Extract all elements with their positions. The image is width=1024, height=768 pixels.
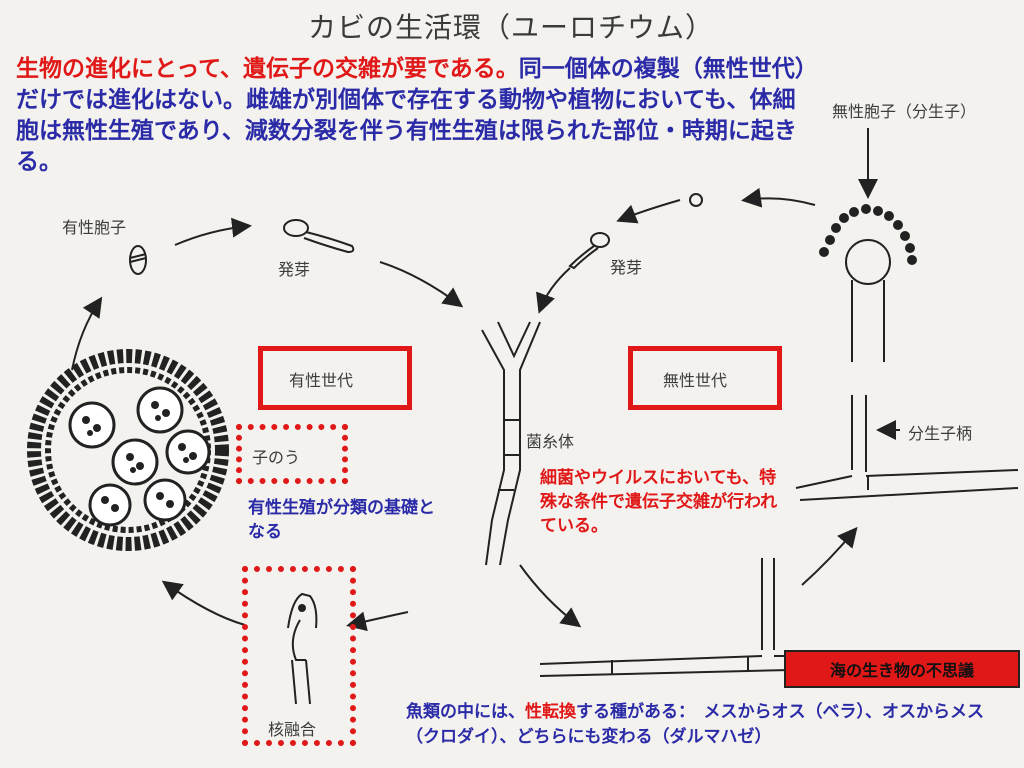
fish-sex-change-note: 魚類の中には、性転換する種がある： メスからオス（ベラ）、オスからメス（クロダイ… <box>406 700 1016 750</box>
conidiophore-label: 分生子柄 <box>908 424 973 443</box>
sexual-spore-icon <box>129 245 147 275</box>
conidiophore-icon <box>795 239 1019 501</box>
hypha-icon <box>481 321 541 566</box>
ascus-box: 子のう <box>236 424 348 484</box>
arrow-germ-to-hypha <box>379 261 464 308</box>
intro-paragraph: 生物の進化にとって、遺伝子の交雑が要である。同一個体の複製（無性世代）だけでは進… <box>16 54 816 178</box>
karyogamy-box: 核融合 <box>242 566 356 746</box>
classification-note: 有性生殖が分類の基礎となる <box>248 498 435 542</box>
conidia-head-icon <box>819 204 917 265</box>
germination-label-right: 発芽 <box>610 258 643 277</box>
intro-rest: 同一個体の複製（無性世代）だけでは進化はない。雌雄が別個体で存在する動物や植物に… <box>16 56 807 175</box>
conidium-icon <box>689 193 703 207</box>
germinating-spore-icon-left <box>283 219 355 254</box>
hypha-label: 菌糸体 <box>526 432 575 451</box>
germination-label-left: 発芽 <box>278 260 311 279</box>
bacteria-note: 細菌やウイルスにおいても、特殊な条件で遺伝子交雑が行われている。 <box>540 468 778 536</box>
arrow-ascus-to-spore <box>71 296 103 371</box>
lower-hypha-icon <box>539 558 791 677</box>
asexual-generation-box: 無性世代 <box>628 346 782 410</box>
intro-lead: 生物の進化にとって、遺伝子の交雑が要である。 <box>16 56 519 82</box>
asexual-generation-label: 無性世代 <box>663 371 728 390</box>
arrow-hypha-to-karyogamy <box>346 611 409 632</box>
arrow-conidium-to-germ <box>616 199 681 224</box>
sexual-spore-label: 有性胞子 <box>62 218 127 237</box>
arrow-spore-to-germ <box>174 217 252 246</box>
asexual-spore-label: 無性胞子（分生子） <box>832 102 977 121</box>
sexual-generation-box: 有性世代 <box>258 346 412 410</box>
arrow-conidium-head <box>741 187 816 208</box>
bottom-part3: する種がある： メスからオス（ベラ）、オスからメス（クロダイ）、どちらにも変わる… <box>406 702 984 747</box>
sexual-generation-label: 有性世代 <box>289 371 354 390</box>
arrow-germ2-to-hypha <box>536 267 571 314</box>
arrow-hypha-to-lower <box>519 564 582 628</box>
page-title: カビの生活環（ユーロチウム） <box>308 11 715 44</box>
cycle-arrows <box>71 128 900 632</box>
bottom-part1: 魚類の中には、 <box>406 702 525 722</box>
ascocarp-icon <box>27 349 229 551</box>
sea-creatures-badge: 海の生き物の不思議 <box>784 650 1020 688</box>
arrow-karyogamy-to-ascus <box>161 580 246 626</box>
sex-change-term: 性転換 <box>525 702 576 722</box>
arrow-lower-to-conidiophore <box>801 526 858 586</box>
badge-label: 海の生き物の不思議 <box>829 661 974 680</box>
germinating-spore-icon-right <box>568 232 610 270</box>
ascus-label: 子のう <box>252 448 301 467</box>
karyogamy-label: 核融合 <box>268 720 317 739</box>
karyogamy-icon <box>287 592 318 705</box>
